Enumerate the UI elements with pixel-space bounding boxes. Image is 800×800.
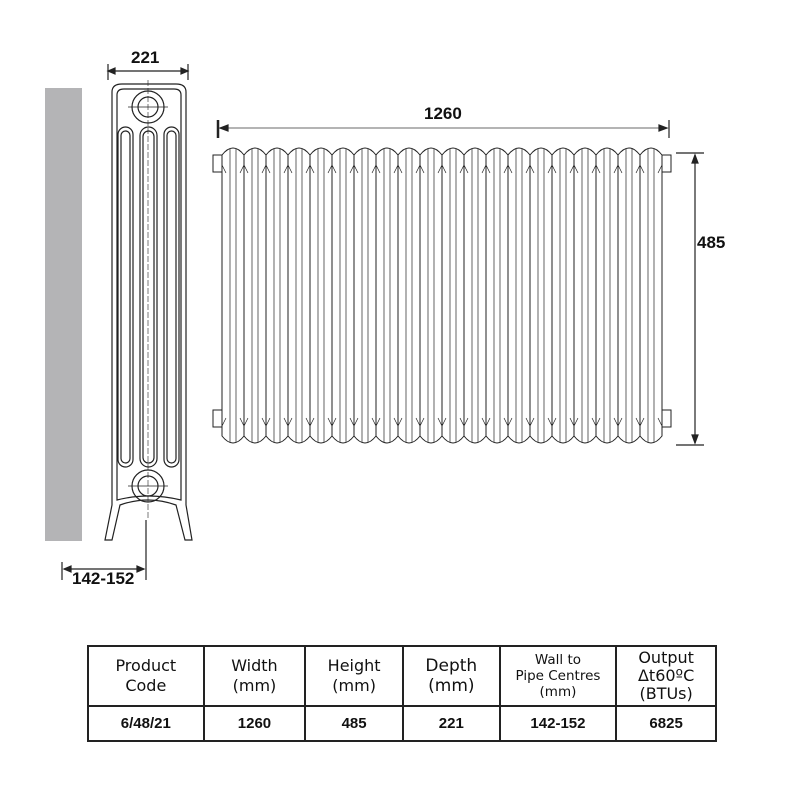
radiator-section	[397, 147, 421, 444]
radiator-section	[441, 147, 465, 444]
radiator-section	[573, 147, 597, 444]
radiator-section	[265, 147, 289, 444]
header-height: Height(mm)	[304, 645, 404, 707]
pipe-stub	[661, 409, 672, 428]
pipe-stub	[661, 154, 672, 173]
radiator-section	[353, 147, 377, 444]
radiator-section	[221, 147, 245, 444]
cell-depth: 221	[401, 705, 501, 742]
header-width: Width(mm)	[202, 645, 307, 707]
radiator-section	[463, 147, 487, 444]
radiator-section	[419, 147, 443, 444]
radiator-section	[243, 147, 267, 444]
radiator-section	[375, 147, 399, 444]
cell-height: 485	[304, 705, 404, 742]
height-label: 485	[697, 233, 726, 252]
cell-wall-to-pipe: 142-152	[498, 705, 618, 742]
radiator-section	[639, 147, 663, 444]
pipe-stub	[212, 409, 223, 428]
dimension-lines	[61, 64, 704, 580]
pipe-stub	[212, 154, 223, 173]
radiator-section	[507, 147, 531, 444]
radiator-section	[617, 147, 641, 444]
radiator-section	[309, 147, 333, 444]
wall-to-pipe-label: 142-152	[72, 569, 135, 588]
radiator-section	[287, 147, 311, 444]
header-depth: Depth(mm)	[401, 645, 501, 707]
radiator-section	[529, 147, 553, 444]
radiator-side-view	[104, 80, 193, 541]
radiator-section	[595, 147, 619, 444]
cell-output: 6825	[615, 705, 717, 742]
table-row: 6/48/21 1260 485 221 142-152 6825	[87, 705, 717, 742]
wall	[45, 88, 82, 541]
depth-label: 221	[131, 48, 160, 67]
radiator-section	[331, 147, 355, 444]
radiator-section	[485, 147, 509, 444]
radiator-section	[551, 147, 575, 444]
cell-product-code: 6/48/21	[87, 705, 205, 742]
radiator-front-view	[212, 147, 672, 444]
cell-width: 1260	[202, 705, 307, 742]
width-label: 1260	[424, 104, 462, 123]
